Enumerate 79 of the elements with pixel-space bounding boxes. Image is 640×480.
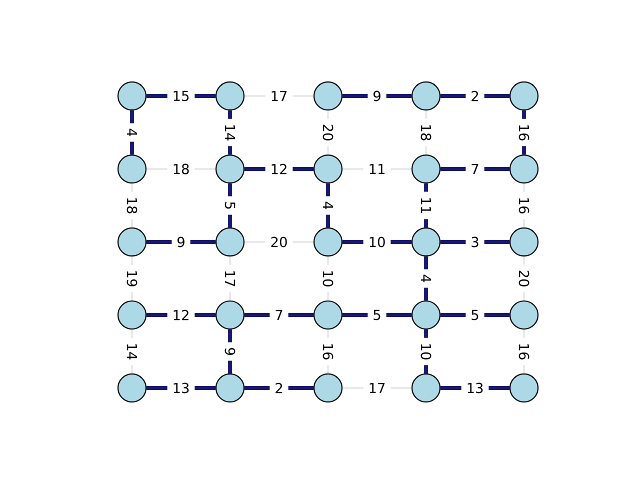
node-circle xyxy=(215,373,245,403)
edge-label: 2 xyxy=(270,381,288,395)
node-circle xyxy=(215,227,245,257)
edge-label: 12 xyxy=(167,308,195,322)
node-circle xyxy=(509,227,539,257)
edge-label: 12 xyxy=(265,162,293,176)
edge-label: 15 xyxy=(167,89,195,103)
edge-label: 20 xyxy=(321,118,335,146)
edge-label: 4 xyxy=(322,196,334,215)
edge xyxy=(440,167,510,171)
node-circle xyxy=(313,227,343,257)
edge-label: 9 xyxy=(172,235,190,249)
edge-label: 19 xyxy=(125,264,139,292)
edge-label: 10 xyxy=(419,338,433,366)
edge xyxy=(424,256,428,300)
edge xyxy=(130,110,134,154)
node-circle xyxy=(509,300,539,330)
node-circle xyxy=(411,227,441,257)
edge-label: 16 xyxy=(517,192,531,220)
edge xyxy=(342,94,412,98)
edge-label: 11 xyxy=(420,192,432,220)
node-circle xyxy=(411,300,441,330)
edge-label: 13 xyxy=(461,381,489,395)
node-circle xyxy=(313,154,343,184)
edge-label: 10 xyxy=(321,264,335,292)
edge-label: 4 xyxy=(420,269,432,288)
edge xyxy=(146,240,216,244)
edge-label: 17 xyxy=(265,90,293,102)
edge-label: 3 xyxy=(466,235,484,249)
edge-label: 9 xyxy=(223,342,237,361)
node-circle xyxy=(313,81,343,111)
edge-label: 14 xyxy=(224,118,236,146)
node-circle xyxy=(411,154,441,184)
edge-label: 5 xyxy=(223,196,237,215)
edge-label: 5 xyxy=(368,308,386,322)
edge xyxy=(440,240,510,244)
edge-label: 5 xyxy=(466,308,484,322)
node-circle xyxy=(117,154,147,184)
edge xyxy=(440,313,510,317)
edge-label: 20 xyxy=(265,235,293,249)
node-circle xyxy=(509,373,539,403)
edge xyxy=(244,313,314,317)
node-circle xyxy=(509,81,539,111)
node-circle xyxy=(215,81,245,111)
edge-label: 20 xyxy=(517,264,531,292)
node-circle xyxy=(215,154,245,184)
edge-label: 13 xyxy=(167,381,195,395)
edge-label: 18 xyxy=(167,162,195,176)
edge-label: 14 xyxy=(126,338,138,366)
edge-label: 4 xyxy=(126,123,138,142)
edge-label: 9 xyxy=(368,89,386,103)
edge-label: 10 xyxy=(363,235,391,249)
node-circle xyxy=(411,373,441,403)
edge xyxy=(326,184,330,228)
node-circle xyxy=(117,81,147,111)
edge-label: 16 xyxy=(321,338,335,366)
edge-label: 17 xyxy=(224,264,236,292)
node-circle xyxy=(411,81,441,111)
edge-label: 18 xyxy=(125,192,139,220)
edge xyxy=(228,330,232,374)
node-circle xyxy=(509,154,539,184)
edge xyxy=(440,94,510,98)
edge xyxy=(228,184,232,228)
node-circle xyxy=(117,227,147,257)
edge-label: 18 xyxy=(419,118,433,146)
edge-label: 17 xyxy=(363,382,391,394)
edge-label: 16 xyxy=(517,338,531,366)
edge-label: 2 xyxy=(466,89,484,103)
edge-label: 7 xyxy=(466,162,484,176)
edge-label: 7 xyxy=(270,308,288,322)
node-circle xyxy=(313,300,343,330)
edge-label: 11 xyxy=(363,162,391,176)
node-circle xyxy=(117,373,147,403)
node-circle xyxy=(215,300,245,330)
node-circle xyxy=(313,373,343,403)
edge xyxy=(342,313,412,317)
edge xyxy=(244,386,314,390)
edge-label: 16 xyxy=(517,118,531,146)
node-circle xyxy=(117,300,147,330)
